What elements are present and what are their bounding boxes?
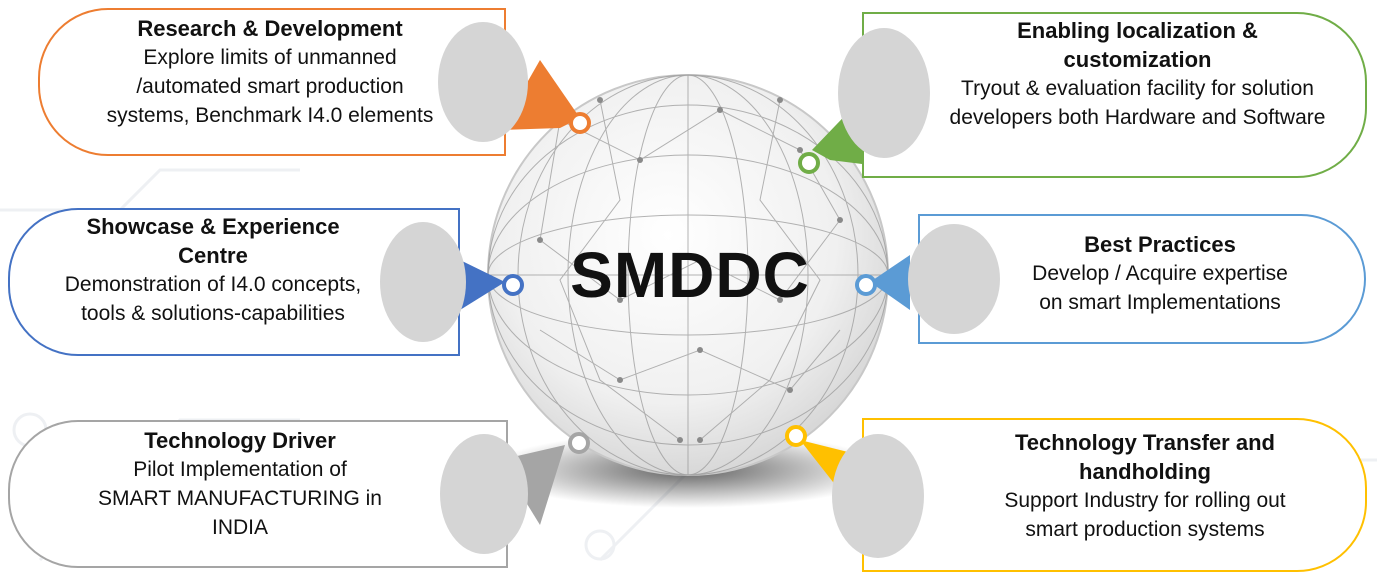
card-best-practices-line-1: Develop / Acquire expertise (1032, 262, 1288, 285)
node-technology-driver (568, 432, 590, 454)
card-technology-transfer (862, 418, 1367, 572)
card-best-practices-title: Best Practices (1084, 232, 1236, 257)
card-technology-driver-title: Technology Driver (144, 428, 336, 453)
card-technology-driver-line-3: INDIA (211, 516, 268, 539)
card-research-development-title: Research & Development (137, 16, 403, 41)
card-technology-transfer-bubble (832, 434, 924, 558)
pointer-show (460, 260, 505, 310)
pointer-best (870, 255, 910, 310)
card-localization-line-1: Tryout & evaluation facility for solutio… (961, 77, 1314, 100)
card-research-development (38, 8, 506, 156)
card-localization (862, 12, 1367, 178)
card-technology-transfer-title-line-2: handholding (1079, 459, 1211, 484)
card-showcase-text: Showcase & Experience Centre Demonstrati… (18, 212, 408, 328)
node-localization (798, 152, 820, 174)
node-best-practices (855, 274, 877, 296)
card-showcase-title-line-1: Showcase & Experience (86, 214, 340, 239)
card-technology-transfer-text: Technology Transfer and handholding Supp… (935, 428, 1355, 544)
card-technology-transfer-title-line-1: Technology Transfer and (1015, 430, 1275, 455)
card-showcase-line-2: tools & solutions-capabilities (81, 302, 345, 325)
card-research-development-line-1: Explore limits of unmanned (143, 46, 397, 69)
card-best-practices-bubble (908, 224, 1000, 334)
card-technology-driver-line-1: Pilot Implementation of (133, 458, 347, 481)
card-technology-transfer-line-2: smart production systems (1025, 518, 1265, 541)
node-technology-transfer (785, 425, 807, 447)
card-showcase-line-1: Demonstration of I4.0 concepts, (64, 273, 362, 296)
card-research-development-line-2: /automated smart production (136, 75, 404, 98)
node-research-development (569, 112, 591, 134)
card-localization-title-line-1: Enabling localization & (1017, 18, 1258, 43)
card-best-practices-line-2: on smart Implementations (1039, 291, 1281, 314)
card-localization-line-2: developers both Hardware and Software (949, 106, 1326, 129)
card-localization-text: Enabling localization & customization Tr… (910, 16, 1365, 132)
card-showcase-bubble (380, 222, 466, 342)
card-localization-bubble (838, 28, 930, 158)
center-title: SMDDC (570, 239, 810, 311)
card-research-development-line-3: systems, Benchmark I4.0 elements (106, 104, 434, 127)
card-best-practices-text: Best Practices Develop / Acquire experti… (990, 230, 1330, 317)
card-technology-driver-bubble (440, 434, 528, 554)
card-technology-driver-text: Technology Driver Pilot Implementation o… (40, 426, 440, 542)
node-showcase (502, 274, 524, 296)
card-technology-transfer-line-1: Support Industry for rolling out (1004, 489, 1286, 512)
card-research-development-bubble (438, 22, 528, 142)
card-localization-title-line-2: customization (1063, 47, 1212, 72)
card-technology-driver (8, 420, 508, 568)
card-technology-driver-line-2: SMART MANUFACTURING in (98, 487, 382, 510)
card-research-development-text: Research & Development Explore limits of… (50, 14, 490, 130)
card-showcase-title-line-2: Centre (178, 243, 248, 268)
